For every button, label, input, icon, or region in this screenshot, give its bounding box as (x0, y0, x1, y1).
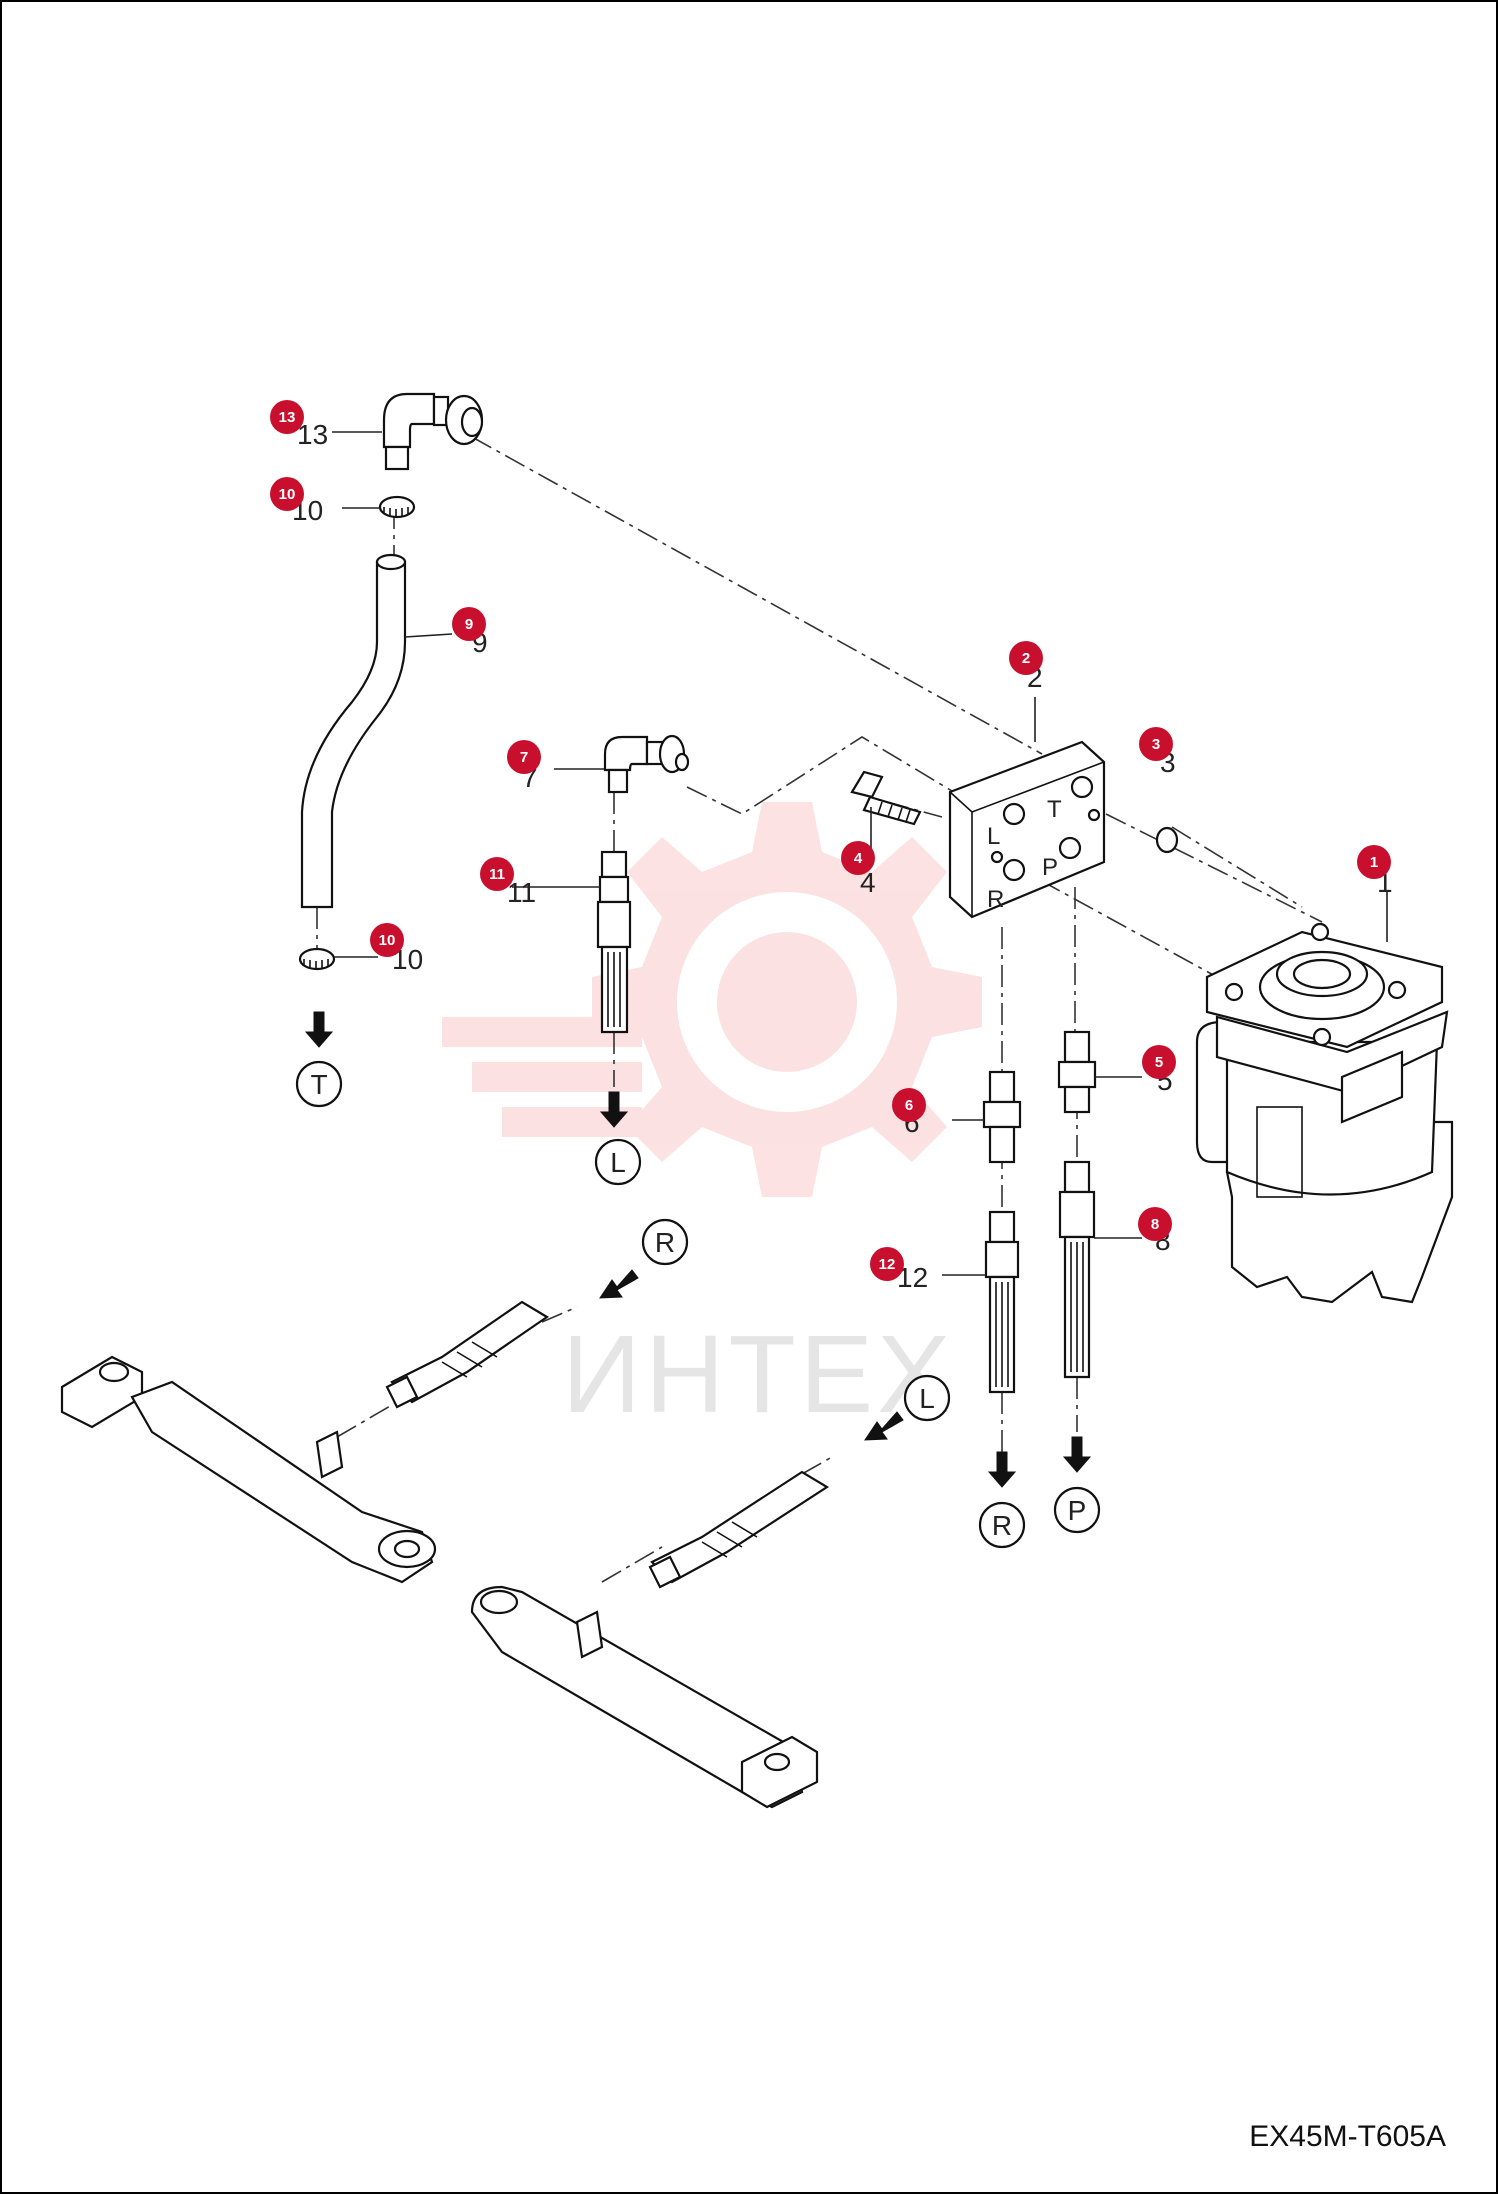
svg-text:3: 3 (1152, 736, 1160, 753)
part-11-hose-assembly (596, 850, 632, 1034)
callout-badge-4[interactable]: 4 (841, 841, 875, 875)
steering-cylinder-upper (60, 1300, 550, 1584)
callout-badges: 13 10 9 2 3 7 4 11 (270, 400, 1391, 1281)
svg-text:12: 12 (879, 1256, 896, 1273)
steering-cylinder-lower (470, 1470, 830, 1809)
flow-marker-L-upper: L (594, 1138, 642, 1186)
svg-text:L: L (919, 1383, 935, 1414)
callout-badge-5[interactable]: 5 (1142, 1045, 1176, 1079)
svg-text:6: 6 (905, 1097, 913, 1114)
part-number-4: 4 (860, 867, 876, 898)
svg-text:11: 11 (489, 866, 505, 883)
part-7-elbow-fitting (603, 734, 690, 794)
port-label-R: R (987, 886, 1004, 913)
part-1-steering-unit (1195, 922, 1454, 1304)
part-12-hose-assembly (984, 1210, 1020, 1394)
port-label-L: L (987, 823, 1000, 850)
svg-text:T: T (310, 1069, 327, 1100)
part-13-elbow-fitting (382, 392, 484, 471)
part-4-bolt (850, 770, 922, 826)
callout-badge-2[interactable]: 2 (1009, 641, 1043, 675)
flow-marker-T: T (295, 1060, 343, 1108)
watermark-logo (442, 802, 982, 1197)
part-6-adapter (982, 1070, 1022, 1164)
callout-badge-8[interactable]: 8 (1138, 1207, 1172, 1241)
svg-text:10: 10 (379, 932, 396, 949)
part-numbers: 13 10 9 2 3 7 4 11 1 10 5 6 8 12 (292, 419, 1393, 1293)
part-10-hose-clamp-bottom (298, 947, 336, 971)
flow-arrows (304, 1011, 1092, 1488)
svg-text:9: 9 (465, 616, 473, 633)
port-label-P: P (1042, 854, 1058, 881)
part-10-hose-clamp-top (378, 495, 416, 519)
callout-badge-1[interactable]: 1 (1357, 845, 1391, 879)
svg-text:13: 13 (279, 409, 296, 426)
svg-text:7: 7 (520, 749, 528, 766)
svg-text:4: 4 (854, 850, 863, 867)
watermark-text: ИНТЕХ (562, 1313, 954, 1436)
flow-marker-P: P (1053, 1486, 1101, 1534)
svg-text:R: R (655, 1227, 675, 1258)
svg-text:5: 5 (1155, 1054, 1163, 1071)
svg-text:8: 8 (1151, 1216, 1159, 1233)
part-8-hose-assembly (1058, 1160, 1096, 1379)
callout-badge-12[interactable]: 12 (870, 1247, 904, 1281)
flow-marker-L-lower: L (903, 1374, 951, 1422)
part-3-o-ring (1155, 826, 1179, 854)
part-2-port-block: L T R P (948, 740, 1106, 919)
callout-badge-6[interactable]: 6 (892, 1088, 926, 1122)
document-code: EX45M-T605A (1249, 2120, 1446, 2153)
svg-text:R: R (992, 1510, 1012, 1541)
flow-marker-R-upper: R (641, 1218, 689, 1266)
port-label-T: T (1047, 796, 1062, 823)
callout-badge-10-bottom[interactable]: 10 (370, 923, 404, 957)
callout-badge-10-top[interactable]: 10 (270, 477, 304, 511)
svg-text:P: P (1068, 1495, 1087, 1526)
callout-badge-9[interactable]: 9 (452, 607, 486, 641)
part-5-adapter (1057, 1030, 1097, 1114)
callout-badge-7[interactable]: 7 (507, 740, 541, 774)
svg-text:2: 2 (1022, 650, 1030, 667)
callout-badge-13[interactable]: 13 (270, 400, 304, 434)
flow-marker-R-lower: R (978, 1501, 1026, 1549)
svg-text:1: 1 (1370, 854, 1378, 871)
part-9-return-hose (300, 553, 407, 909)
callout-badge-3[interactable]: 3 (1139, 727, 1173, 761)
callout-badge-11[interactable]: 11 (480, 857, 514, 891)
svg-text:L: L (610, 1147, 626, 1178)
svg-text:10: 10 (279, 486, 296, 503)
